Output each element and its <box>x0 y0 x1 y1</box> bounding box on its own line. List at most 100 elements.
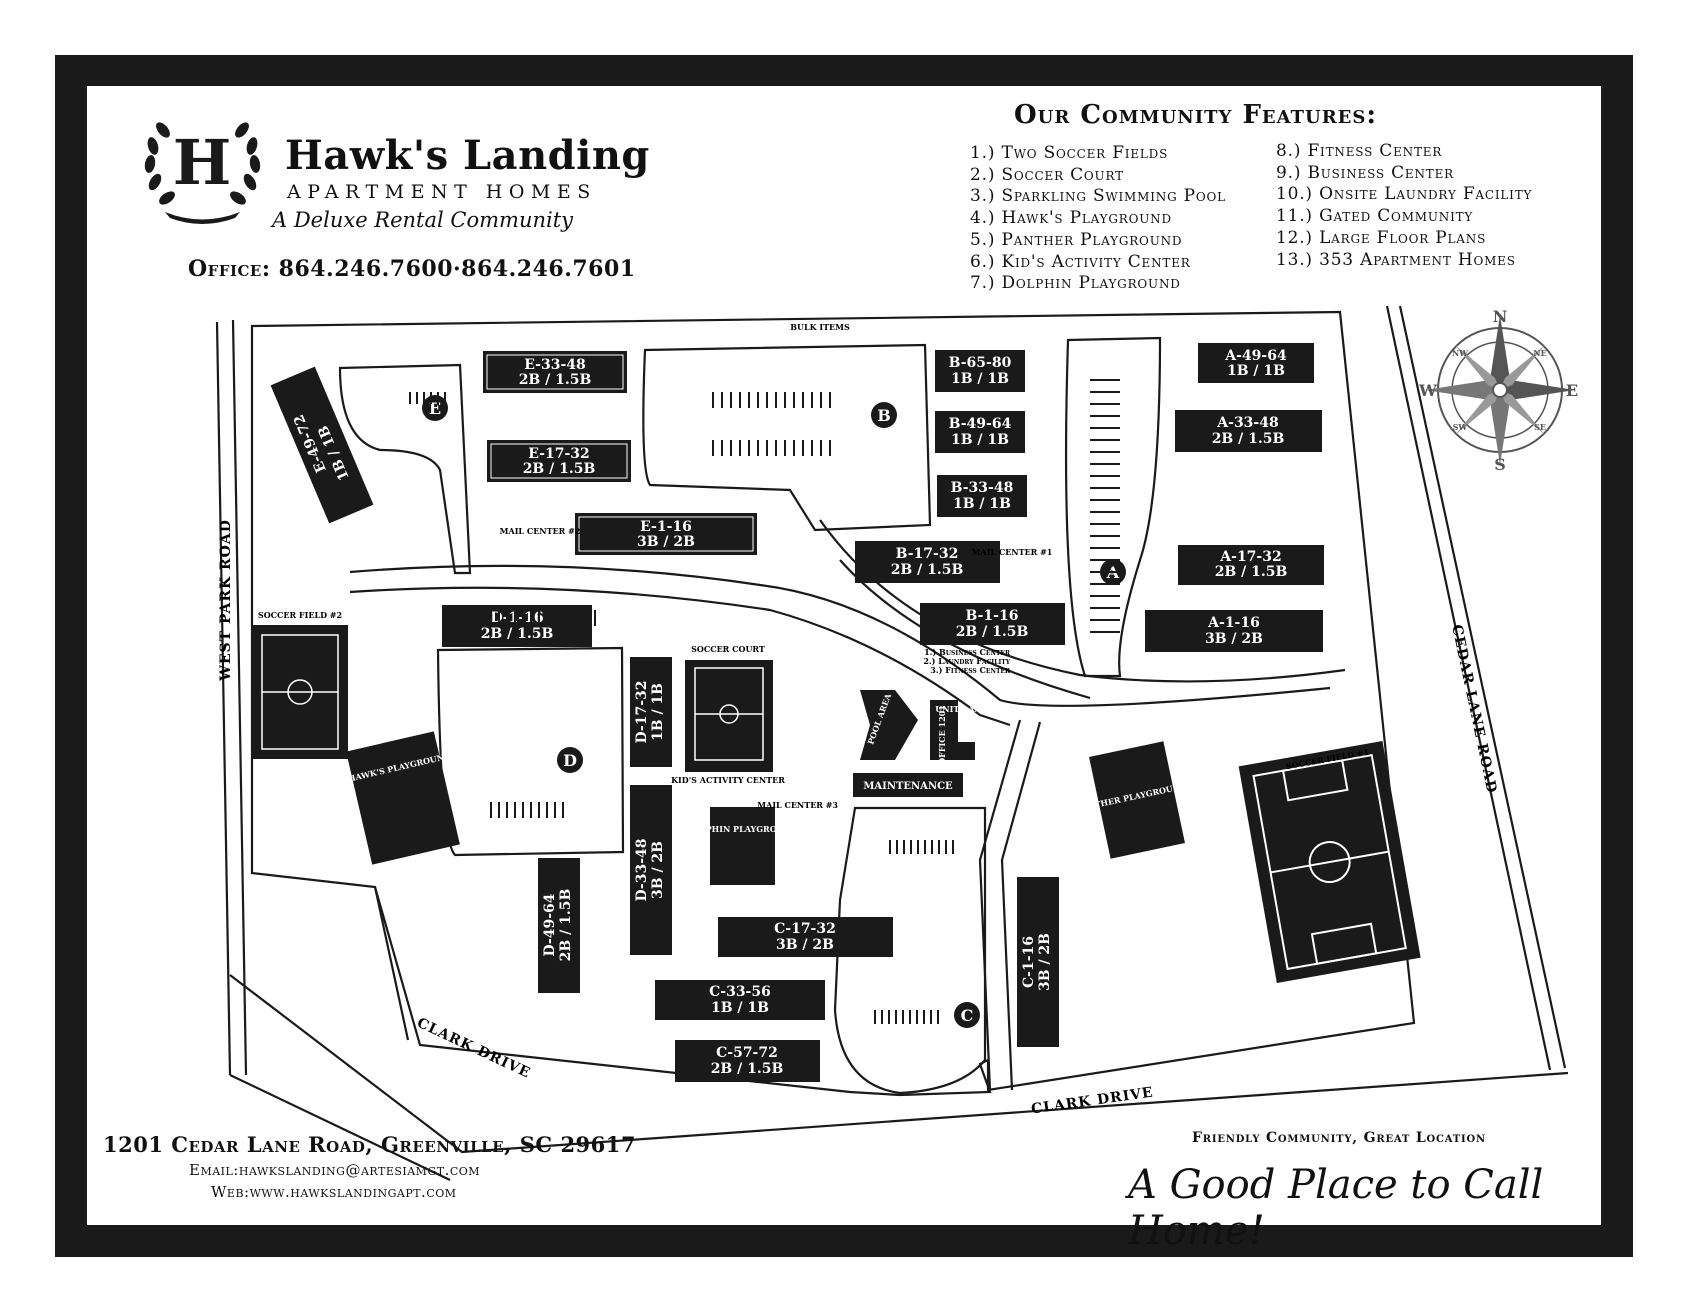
building-e1732[interactable]: E-17-32 2B / 1.5B <box>487 440 631 482</box>
building-d4964[interactable]: D-49-64 2B / 1.5B <box>538 858 580 993</box>
office-label: OFFICE 1201 <box>937 705 947 765</box>
maintenance-label: MAINTENANCE <box>863 781 953 792</box>
feature-item: 9.) Business Center <box>1276 162 1454 183</box>
maintenance-building <box>853 773 963 797</box>
panther-playground <box>1089 741 1185 859</box>
building-id: B-49-64 <box>949 416 1012 432</box>
compass-ne: NE <box>1533 348 1546 358</box>
svg-text:H: H <box>173 126 232 199</box>
brand-name: Hawk's Landing <box>285 132 650 179</box>
building-id: E-33-48 <box>524 357 586 373</box>
building-b116[interactable]: B-1-16 2B / 1.5B <box>920 603 1065 645</box>
laurel-wreath-icon: H <box>144 122 261 224</box>
compass-icon <box>1425 315 1575 465</box>
mail-center-2-label: MAIL CENTER #2 <box>500 526 581 536</box>
building-id: D-17-32 <box>634 681 650 744</box>
building-id: A-33-48 <box>1216 415 1278 431</box>
building-type: 3B / 2B <box>1205 631 1263 647</box>
compass-w: W <box>1418 381 1438 400</box>
building-b3348[interactable]: B-33-48 1B / 1B <box>937 475 1027 517</box>
office-building <box>930 700 975 760</box>
lot-d-marker <box>557 747 583 773</box>
dolphin-playground-label: DOLPHIN PLAYGROUND <box>686 824 798 834</box>
building-id: D-49-64 <box>542 893 558 956</box>
building-c3356[interactable]: C-33-56 1B / 1B <box>655 980 825 1020</box>
building-a116[interactable]: A-1-16 3B / 2B <box>1145 610 1323 652</box>
building-type: 1B / 1B <box>650 683 666 741</box>
mail-center-3-label: MAIL CENTER #3 <box>757 800 838 810</box>
west-park-road-label: WEST PARK ROAD <box>218 519 234 682</box>
feature-item: 7.) Dolphin Playground <box>970 273 1181 294</box>
parking-lot-b <box>642 343 932 532</box>
building-id: B-65-80 <box>949 355 1012 371</box>
feature-item: 5.) Panther Playground <box>970 229 1183 250</box>
kids-activity-center-label: KID'S ACTIVITY CENTER <box>671 775 785 785</box>
parking-lot-c <box>833 806 987 1095</box>
building-e3348[interactable]: E-33-48 2B / 1.5B <box>483 351 627 393</box>
building-type: 1B / 1B <box>951 371 1009 387</box>
feature-item: 10.) Onsite Laundry Facility <box>1276 184 1533 205</box>
building-a4964[interactable]: A-49-64 1B / 1B <box>1198 343 1314 383</box>
building-type: 2B / 1.5B <box>523 461 596 477</box>
building-e4972[interactable]: E-49-72 1B / 1B <box>270 366 374 524</box>
lot-e-marker <box>422 395 448 421</box>
building-type: 2B / 1.5B <box>711 1061 784 1077</box>
features-list-left: 1.) Two Soccer Fields 2.) Soccer Court 3… <box>970 143 1226 295</box>
building-id: B-1-16 <box>966 608 1019 624</box>
building-a3348[interactable]: A-33-48 2B / 1.5B <box>1175 410 1322 452</box>
feature-item: 1.) Two Soccer Fields <box>970 143 1169 163</box>
building-type: 1B / 1B <box>951 432 1009 448</box>
building-b6580[interactable]: B-65-80 1B / 1B <box>935 350 1025 392</box>
building-b4964[interactable]: B-49-64 1B / 1B <box>935 411 1025 453</box>
building-d116[interactable]: D-1-16 2B / 1.5B <box>442 605 592 647</box>
parking-lot-e <box>338 363 472 575</box>
building-d3348[interactable]: D-33-48 3B / 2B <box>630 785 672 955</box>
feature-item: 3.) Sparkling Swimming Pool <box>970 186 1226 207</box>
feature-item: 4.) Hawk's Playground <box>970 208 1172 229</box>
building-b1732[interactable]: B-17-32 2B / 1.5B <box>855 541 1000 583</box>
building-type: 1B / 1B <box>711 1000 769 1016</box>
building-type: 1B / 1B <box>1227 363 1285 379</box>
hawks-playground <box>346 731 460 865</box>
soccer-field-2-label: SOCCER FIELD #2 <box>258 610 342 620</box>
building-id: B-33-48 <box>951 480 1014 496</box>
building-id: A-17-32 <box>1219 549 1281 565</box>
website-link[interactable]: Web:www.hawkslandingapt.com <box>211 1183 457 1201</box>
building-d1732[interactable]: D-17-32 1B / 1B <box>630 657 672 767</box>
building-c5772[interactable]: C-57-72 2B / 1.5B <box>675 1040 820 1082</box>
building-id: A-49-64 <box>1224 348 1287 364</box>
cedar-lane-road-edge <box>1385 305 1552 1071</box>
office-phone: Office: 864.246.7600·864.246.7601 <box>188 256 636 282</box>
building-id: C-57-72 <box>716 1045 778 1061</box>
email-link[interactable]: Email:hawkslanding@artesiamgt.com <box>189 1161 481 1179</box>
office-amenity: 2.) Laundry Facility <box>923 656 1010 666</box>
mail-center-1-label: MAIL CENTER #1 <box>972 547 1053 557</box>
features-title: Our Community Features: <box>1014 100 1377 130</box>
lot-d-label: D <box>563 751 577 770</box>
compass-sw: SW <box>1453 422 1469 432</box>
parking-lot-d <box>436 646 625 857</box>
internal-road <box>349 564 1331 707</box>
lot-b-marker <box>871 402 897 428</box>
building-type: 2B / 1.5B <box>891 562 964 578</box>
clark-drive-edge <box>229 974 1569 1154</box>
building-id: A-1-16 <box>1207 615 1260 631</box>
building-type: 3B / 2B <box>776 937 834 953</box>
script-slogan: A Good Place to Call Home! <box>1128 1162 1544 1254</box>
lot-c-label: C <box>961 1006 974 1025</box>
building-type: 2B / 1.5B <box>1212 431 1285 447</box>
office-amenity: 1.) Business Center <box>924 647 1011 657</box>
building-type: 2B / 1.5B <box>558 889 574 962</box>
building-id: C-33-56 <box>709 984 771 1000</box>
building-id: E-1-16 <box>640 519 692 535</box>
unit-aaa-label: UNIT AAA <box>935 704 981 714</box>
building-c1732[interactable]: C-17-32 3B / 2B <box>718 917 893 957</box>
building-c116[interactable]: C-1-16 3B / 2B <box>1017 877 1059 1047</box>
feature-item: 12.) Large Floor Plans <box>1276 227 1487 248</box>
building-e116[interactable]: E-1-16 3B / 2B <box>575 513 757 555</box>
office-amenity: 3.) Fitness Center <box>930 665 1011 675</box>
feature-item: 8.) Fitness Center <box>1276 141 1443 161</box>
building-a1732[interactable]: A-17-32 2B / 1.5B <box>1178 545 1324 585</box>
feature-item: 13.) 353 Apartment Homes <box>1276 249 1516 270</box>
building-type: 2B / 1.5B <box>1215 564 1288 580</box>
